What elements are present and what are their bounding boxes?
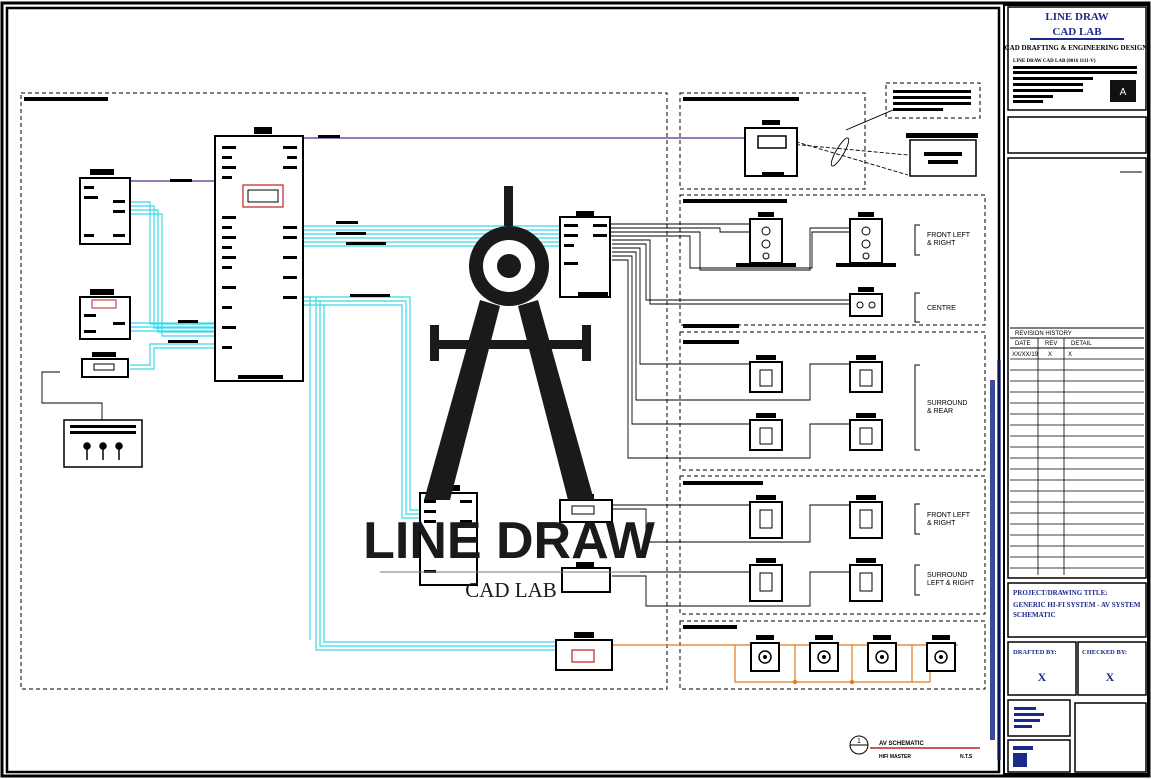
av-receiver bbox=[559, 211, 611, 298]
revision-table: REVISION HISTORY DATE REV DETAIL XX/XX/1… bbox=[1010, 327, 1144, 575]
checked-label: CHECKED BY: bbox=[1082, 649, 1127, 656]
watermark-logo: LINE DRAW CAD LAB bbox=[363, 186, 656, 602]
drawing-callout: 1 AV SCHEMATIC HIFI MASTER N.T.S bbox=[849, 735, 980, 760]
hdmi-cables bbox=[130, 201, 560, 651]
speaker-surround-left bbox=[749, 355, 783, 393]
callout-title: AV SCHEMATIC bbox=[879, 741, 924, 747]
speaker-zone2-front-left bbox=[749, 495, 783, 539]
source-device-1 bbox=[79, 169, 131, 245]
svg-text:LEFT & RIGHT: LEFT & RIGHT bbox=[927, 580, 975, 587]
subwoofer-4 bbox=[926, 635, 956, 672]
svg-text:& RIGHT: & RIGHT bbox=[927, 240, 956, 247]
speaker-surround-right bbox=[849, 355, 883, 393]
compass-icon bbox=[424, 186, 594, 500]
logo-line2: CAD LAB bbox=[1052, 26, 1102, 38]
svg-text:DETAIL: DETAIL bbox=[1071, 341, 1092, 347]
svg-text:REV: REV bbox=[1045, 341, 1057, 347]
label-centre: CENTRE bbox=[927, 305, 956, 312]
speaker-front-left bbox=[736, 212, 796, 267]
subwoofer-wiring bbox=[612, 644, 958, 685]
svg-text:& RIGHT: & RIGHT bbox=[927, 520, 956, 527]
speaker-front-right bbox=[836, 212, 896, 267]
company-subline: LINE DRAW CAD LAB (0016 1111-V) bbox=[1013, 59, 1096, 64]
zone-boxes bbox=[20, 82, 986, 690]
drafted-label: DRAFTED BY: bbox=[1013, 649, 1057, 656]
source-device-2 bbox=[79, 289, 131, 340]
microphone-icon bbox=[83, 442, 123, 460]
callout-sub: HIFI MASTER bbox=[879, 754, 911, 760]
project-label: PROJECT/DRAWING TITLE: bbox=[1013, 589, 1108, 597]
av-processor-rack bbox=[168, 127, 390, 382]
svg-text:A: A bbox=[1120, 87, 1127, 98]
label-zone2-front-lr: FRONT LEFT bbox=[927, 512, 971, 519]
speaker-zone2-surround-left bbox=[749, 558, 783, 602]
vertical-notes bbox=[990, 360, 1001, 760]
logo-line1: LINE DRAW bbox=[1045, 11, 1108, 23]
svg-text:X: X bbox=[1048, 352, 1052, 358]
svg-text:& REAR: & REAR bbox=[927, 408, 953, 415]
zone-headings bbox=[24, 90, 971, 629]
drafted-value: X bbox=[1038, 670, 1047, 684]
subwoofer-1 bbox=[750, 635, 780, 672]
callout-number: 1 bbox=[857, 738, 861, 745]
watermark-sub: CAD LAB bbox=[465, 578, 557, 602]
checked-value: X bbox=[1106, 670, 1115, 684]
wireless-mics bbox=[63, 419, 143, 468]
svg-text:DATE: DATE bbox=[1015, 341, 1031, 347]
speaker-zone2-surround-right bbox=[849, 558, 883, 602]
revision-title: REVISION HISTORY bbox=[1015, 331, 1072, 337]
projection-screen bbox=[906, 133, 978, 177]
zone-brackets bbox=[914, 224, 920, 596]
speaker-wiring bbox=[41, 109, 909, 607]
watermark-title: LINE DRAW bbox=[363, 512, 656, 570]
speaker-zone2-front-right bbox=[849, 495, 883, 539]
label-surround-rear: SURROUND bbox=[927, 400, 967, 407]
subwoofer-2 bbox=[809, 635, 839, 672]
subwoofer-amp bbox=[555, 632, 613, 671]
speaker-rear-left bbox=[749, 413, 783, 451]
speaker-rear-right bbox=[849, 413, 883, 451]
title-block-frame bbox=[1003, 4, 1149, 775]
title-block: LINE DRAW CAD LAB CAD DRAFTING & ENGINEE… bbox=[1005, 6, 1148, 773]
project-line2: SCHEMATIC bbox=[1013, 611, 1056, 619]
callout-scale: N.T.S bbox=[960, 754, 973, 760]
company-mark bbox=[1110, 80, 1136, 102]
label-front-lr: FRONT LEFT bbox=[927, 232, 971, 239]
company-tagline: CAD DRAFTING & ENGINEERING DESIGN bbox=[1005, 44, 1148, 52]
source-device-3 bbox=[81, 352, 129, 378]
projector bbox=[744, 120, 798, 177]
lower-amp-rack bbox=[419, 485, 478, 586]
subwoofer-3 bbox=[867, 635, 897, 672]
label-surround-lr: SURROUND bbox=[927, 572, 967, 579]
svg-text:XX/XX/19: XX/XX/19 bbox=[1012, 352, 1039, 358]
speaker-centre bbox=[849, 287, 883, 317]
svg-text:X: X bbox=[1068, 352, 1072, 358]
project-line1: GENERIC HI-FI SYSTEM - AV SYSTEM bbox=[1013, 601, 1141, 609]
